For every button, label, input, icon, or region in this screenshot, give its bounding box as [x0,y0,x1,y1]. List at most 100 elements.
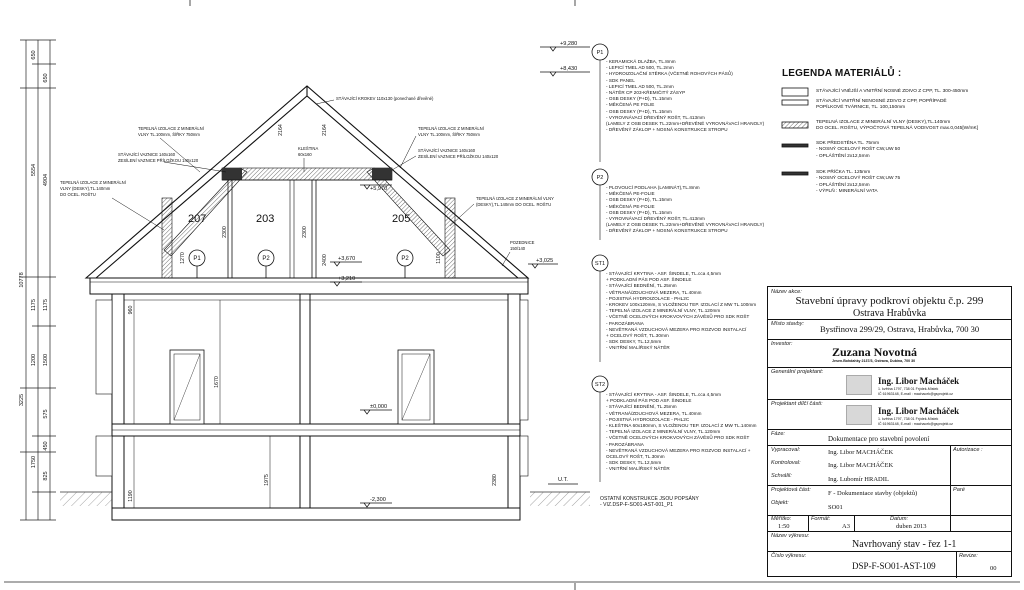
annotation-beam-right-2: ZESÍLENÍ VAZNICE PŘÍLOŽKOU 140x120 [418,154,499,159]
label-part: Projektová část: [771,487,811,493]
designer-address-2: IČ 61963148, E-mail : machacek@gsprojekt… [878,392,953,396]
annotation-insul-left-1: TEPELNÁ IZOLACE Z MINERÁLNÍ [138,126,205,131]
bubble-p2: P2 [401,256,409,262]
note-line: OSTATNÍ KONSTRUKCE JSOU POPSÁNY [600,496,699,502]
room-number-203: 203 [256,213,274,225]
note-line: - SDK DESKY, TL.12,5mm [606,339,662,345]
note-bubble-p2: P2 [597,175,604,181]
legend-item: SDK PŘÍČKA TL. 125mm - NOSNÝ OCELOVÝ ROŠ… [816,170,900,196]
label-site: Místo stavby: [771,321,804,327]
legend-item-line: TEPELNÁ IZOLACE Z MINERÁLNÍ VLNY (DESKY)… [816,120,951,125]
dim-label: 960 [128,306,134,315]
note-line: - VČETNĚ OCELOVÝCH KROKVOVÝCH ZÁVĚSŮ PRO… [606,435,750,441]
note-line: - STÁVAJÍCÍ KRYTINA - ASF. ŠINDELE, TL.c… [606,392,721,397]
label-date: Datum: [890,516,909,522]
note-line: - TEPELNÁ IZOLACE Z MINERÁLNÍ VLNY, TL.1… [606,308,721,314]
dim-label: 825 [43,471,49,480]
dim-label: 450 [43,441,49,450]
dim-label: 1500 [43,354,49,366]
dim-label: 650 [43,73,49,82]
note-line: - PLOVOUCÍ PODLAHA (LAMINÁT),TL.8mm [606,185,700,190]
legend-title: LEGENDA MATERIÁLŮ : [782,68,902,79]
note-line: - STÁVAJÍCÍ BEDNĚNÍ, TL.25mm [606,283,677,289]
label-object: Objekt: [771,500,789,506]
note-line: - OSB DESKY (P+D), TL.15mm [606,197,672,203]
dim-label: 1750 [31,456,37,468]
annotation-beam-right-1: STÁVAJÍCÍ VAZNICE 140x160 [418,148,476,153]
ground [60,491,590,506]
level-eaves: +3,025 [536,258,553,264]
dim-label: 2300 [302,226,308,238]
designer-logo [846,375,872,395]
dim-label: 5554 [31,164,37,176]
notes-st2: - STÁVAJÍCÍ KRYTINA - ASF. ŠINDELE, TL.c… [606,392,756,473]
investor-name: Zuzana Novotná [832,345,918,359]
legend-item-line: SDK PŘEDSTĚNA TL. 75mm [816,141,880,146]
note-line: - VYROVNÁVACÍ DŘEVĚNÝ ROŠT, TL.413mm [606,216,705,222]
note-line: - STÁVAJÍCÍ KRYTINA - ASF. ŠINDELE, TL.c… [606,271,721,276]
dim-label: 1190 [128,490,134,501]
note-line: - VNITŘNÍ MALÍŘSKÝ NÁTĚR [606,466,670,472]
dim-label: 575 [43,409,49,418]
site-value: Bystřinova 299/29, Ostrava, Hrabůvka, 70… [820,324,980,334]
designer-address-1: 1. května 1797, 738 01 Frýdek-Místek [878,387,939,391]
dim-label: 650 [31,50,37,59]
label-general-designer: Generální projektant: [771,369,824,375]
dim-label: 2164 [278,124,284,136]
label-project: Název akce: [771,289,802,295]
part-value: F - Dokumentace stavby (objektů) [828,490,918,497]
annotation-insul-right2-1: TEPELNÁ IZOLACE Z MINERÁLNÍ VLNY [476,196,554,201]
note-line: - OSB DESKY (P+D), TL.15mm [606,96,672,102]
date-value: duben 2013 [896,523,927,530]
level-attic-floor: +3,670 [338,256,355,262]
annotation-insul-right-2: VLNY TL.100mm, ŠÍŘKY 750mm [418,132,480,137]
checked-value: Ing. Libor MACHÁČEK [828,462,894,469]
legend-item-line: POPÍLKOVÉ TVÁRNICE, TL. 100,150mm [816,105,906,111]
note-line: - KERAMICKÁ DLAŽBA, TL.8mm [606,59,676,64]
dim-label: 2300 [222,226,228,238]
legend-item-line: - OPLÁŠTĚNÍ 2x12,5mm [816,182,870,188]
dim-label: 1270 [180,252,186,264]
title-block: Název akce: Stavební úpravy podkroví obj… [767,286,1012,578]
note-bubble-st1: ST1 [595,261,605,267]
building-section [89,277,529,521]
note-line: - NÁTĚR CP 203-KŘEMIČITÝ ZÁSYP [606,90,686,96]
note-line: - STÁVAJÍCÍ BEDNĚNÍ, TL.25mm [606,404,677,410]
left-dimensions [20,39,56,521]
annotation-insul-left2-2: VLNY (DESKY),TL.140mm [60,186,111,191]
dim-label: 1200 [31,354,37,366]
note-line: - POJISTNÁ HYDROIZOLACE - PHL2C [606,416,690,422]
designer2-logo [846,405,872,425]
annotation-insul-left2-3: DO OCEL. ROŠTU [60,192,96,197]
label-approved: Schválil: [771,473,792,479]
level-ut: U.T. [558,477,568,483]
note-line: - MĚKČENÁ PE FOLIE [606,102,655,108]
annotation-insul-left2-1: TEPELNÁ IZOLACE Z MINERÁLNÍ [60,180,127,185]
note-line: - POJISTNÁ HYDROIZOLACE - PHL2C [606,295,690,301]
note-line: - DŘEVĚNÝ ZÁKLOP + NOSNÁ KONSTRUKCE STRO… [606,228,728,234]
label-phase: Fáze: [771,431,785,437]
dim-label: 4904 [43,174,49,186]
annotation-klestina-1: KLEŠTINA [298,146,318,151]
legend-item-line: STÁVAJÍCÍ VNITŘNÍ NENOSNÉ ZDIVO Z CPP, P… [816,99,947,104]
dim-overall: 10778 [19,272,25,287]
format-value: A3 [842,523,850,530]
note-line: - HYDROIZOLAČNÍ STĚRKA (VČETNĚ ROHOVÝCH … [606,71,733,77]
notes-st1: - STÁVAJÍCÍ KRYTINA - ASF. ŠINDELE, TL.c… [606,271,756,352]
note-line: - TEPELNÁ IZOLACE Z MINERÁLNÍ VLNY, TL.1… [606,429,721,435]
note-line: - SDK DESKY, TL.12,5mm [606,460,662,466]
drawing-number-value: DSP-F-SO01-AST-109 [852,561,936,571]
level-ridge: +9,280 [560,41,577,47]
note-line: - MĚKČENÁ PE-FOLIE [606,203,655,209]
annotation-pozednice-2: 150/140 [510,246,526,251]
room-number-207: 207 [188,213,206,225]
note-bubble-st2: ST2 [595,382,605,388]
legend-item-line: STÁVAJÍCÍ VNĚJŠÍ A VNITŘNÍ NOSNÉ ZDIVO Z… [816,89,969,94]
label-partial-designer: Projektant dílčí části: [771,401,823,407]
legend-item-line: - OPLÁŠTĚNÍ 2x12,5mm [816,153,870,159]
annotation-insul-right-1: TEPELNÁ IZOLACE Z MINERÁLNÍ [418,126,485,131]
notes-p1: - KERAMICKÁ DLAŽBA, TL.8mm- LEPICÍ TMEL … [606,59,764,133]
note-line: - LEPICÍ TMEL AD 500, TL.2mm [606,65,674,71]
